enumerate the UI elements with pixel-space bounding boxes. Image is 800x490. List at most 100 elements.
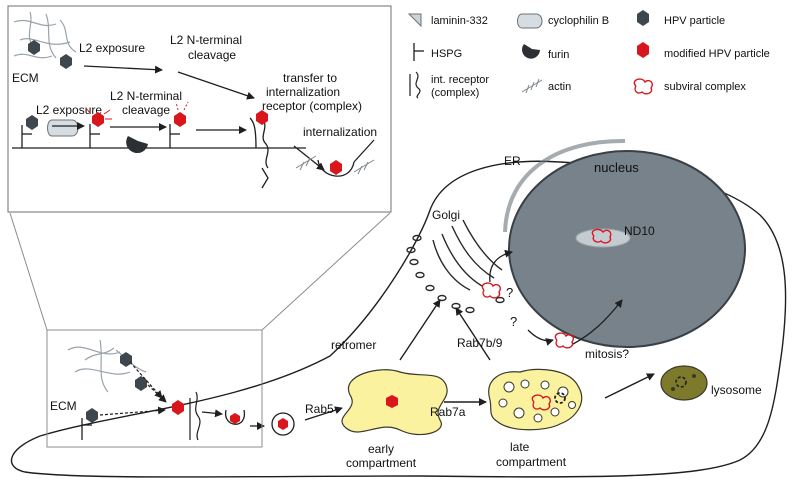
cyclophilin-icon xyxy=(517,13,543,29)
receptor-icon xyxy=(409,71,421,99)
nd10-label: ND10 xyxy=(624,224,655,238)
er-membrane xyxy=(503,138,626,233)
internalization-label: internalization xyxy=(303,125,377,139)
furin-icon xyxy=(522,44,540,59)
arrow-rab7b9 xyxy=(455,307,491,361)
transfer-label-1: transfer to xyxy=(283,71,337,85)
legend: laminin-332 HSPG int. receptor (complex)… xyxy=(407,10,770,99)
ecm-label-inset: ECM xyxy=(12,71,39,85)
hpv-particle-inset-3 xyxy=(26,115,38,130)
late-compartment-subviral xyxy=(531,394,552,411)
legend-receptor-1: int. receptor xyxy=(431,74,489,86)
modified-hpv-inset-2 xyxy=(174,101,189,127)
transfer-label-2: internalization xyxy=(266,85,340,99)
hpv-particle-ecm-small-2 xyxy=(135,376,147,391)
legend-cyclophilin: cyclophilin B xyxy=(548,15,609,27)
zoom-line-left xyxy=(9,212,48,331)
rab7b9-label: Rab7b/9 xyxy=(457,336,503,350)
furin-inset xyxy=(126,136,148,154)
internalizing-vesicle xyxy=(317,139,375,177)
hspg-inset-1 xyxy=(21,125,32,148)
legend-furin: furin xyxy=(548,49,569,61)
early-compartment-virion xyxy=(386,395,398,408)
receptor-inset xyxy=(249,117,269,189)
hspg-icon xyxy=(413,43,424,61)
arrow-internalization xyxy=(293,145,325,171)
nd10-body xyxy=(575,228,631,248)
inset-panel xyxy=(7,5,392,213)
l2-cleavage-bottom-label-1: L2 N-terminal xyxy=(110,89,182,103)
legend-subviral: subviral complex xyxy=(664,81,746,93)
modified-hpv-icon xyxy=(637,42,649,58)
actin-icon xyxy=(521,78,543,94)
cell-outline xyxy=(10,160,787,478)
modified-hpv-inset-3 xyxy=(256,110,268,125)
modified-hpv-small xyxy=(172,400,184,415)
rab7a-label: Rab7a xyxy=(430,405,466,419)
ecm-fibers-inset xyxy=(13,11,77,59)
cyclophilin-inset xyxy=(47,119,79,137)
late-label-1: late xyxy=(510,440,530,454)
endocytic-vesicle-2 xyxy=(271,412,295,436)
l2-cleavage-top-label-1: L2 N-terminal xyxy=(170,33,242,47)
arrow-l2-exposure-top xyxy=(83,65,163,74)
nucleus-body xyxy=(508,150,746,348)
zoom-line-right xyxy=(261,212,391,331)
arrow-mitosis xyxy=(572,299,623,345)
hspg-inset-3 xyxy=(169,124,180,148)
ecm-label-small: ECM xyxy=(50,399,77,413)
hpv-particle-ecm-small-1 xyxy=(120,352,132,367)
er-label: ER xyxy=(504,154,521,168)
arrow-golgi-to-er xyxy=(489,249,513,283)
legend-receptor-2: (complex) xyxy=(431,87,479,99)
hspg-small xyxy=(81,418,92,440)
legend-modified-hpv: modified HPV particle xyxy=(664,48,770,60)
arrow-retromer xyxy=(399,299,441,361)
late-compartment xyxy=(488,368,583,431)
golgi-apparatus xyxy=(406,219,505,314)
hpv-particle-inset-1 xyxy=(28,40,40,55)
legend-hpv: HPV particle xyxy=(664,15,725,27)
endocytic-vesicle-1 xyxy=(225,409,245,425)
late-label-2: compartment xyxy=(496,455,567,469)
arrow-rab5 xyxy=(304,406,343,421)
hpv-particle-icon xyxy=(637,10,649,26)
lysosome-label: lysosome xyxy=(711,383,762,397)
subviral-complex-golgi xyxy=(481,282,502,299)
retromer-label: retromer xyxy=(331,338,376,352)
actin-inset-1 xyxy=(295,155,317,171)
early-label-1: early xyxy=(368,442,394,456)
laminin-icon xyxy=(407,13,422,28)
subviral-complex-cytoplasm xyxy=(554,332,575,349)
question-mark-1: ? xyxy=(506,285,513,300)
hpv-particle-hspg-small xyxy=(86,408,98,423)
nucleus-label: nucleus xyxy=(594,160,639,175)
ecm-arrows-small xyxy=(99,361,167,416)
arrow-to-subviral xyxy=(527,329,554,346)
transfer-label-3: receptor (complex) xyxy=(262,99,362,113)
l2-exposure-bottom-label: L2 exposure xyxy=(36,103,102,117)
arrow-to-lysosome xyxy=(604,373,655,399)
legend-hspg: HSPG xyxy=(431,48,462,60)
golgi-label: Golgi xyxy=(432,208,460,222)
ecm-detail-box xyxy=(46,329,263,448)
l2-exposure-top-label: L2 exposure xyxy=(79,41,145,55)
early-label-2: compartment xyxy=(346,456,417,470)
question-mark-2: ? xyxy=(510,314,517,329)
mitosis-label: mitosis? xyxy=(585,347,629,361)
hspg-inset-2 xyxy=(89,124,100,148)
arrow-to-vesicle-small xyxy=(201,409,223,418)
legend-laminin: laminin-332 xyxy=(431,15,488,27)
nucleus xyxy=(503,138,746,348)
subviral-complex-nd10 xyxy=(591,228,612,244)
l2-cleavage-top-label-2: cleavage xyxy=(188,48,236,62)
arrow-l2-cleavage-top xyxy=(177,71,255,100)
modified-hpv-inset-1 xyxy=(85,107,112,127)
legend-actin: actin xyxy=(548,81,571,93)
hpv-particle-inset-2 xyxy=(60,54,72,69)
lysosome xyxy=(660,365,708,401)
subviral-complex-icon xyxy=(633,78,654,95)
actin-inset-2 xyxy=(353,159,375,175)
l2-cleavage-bottom-label-2: cleavage xyxy=(122,103,170,117)
